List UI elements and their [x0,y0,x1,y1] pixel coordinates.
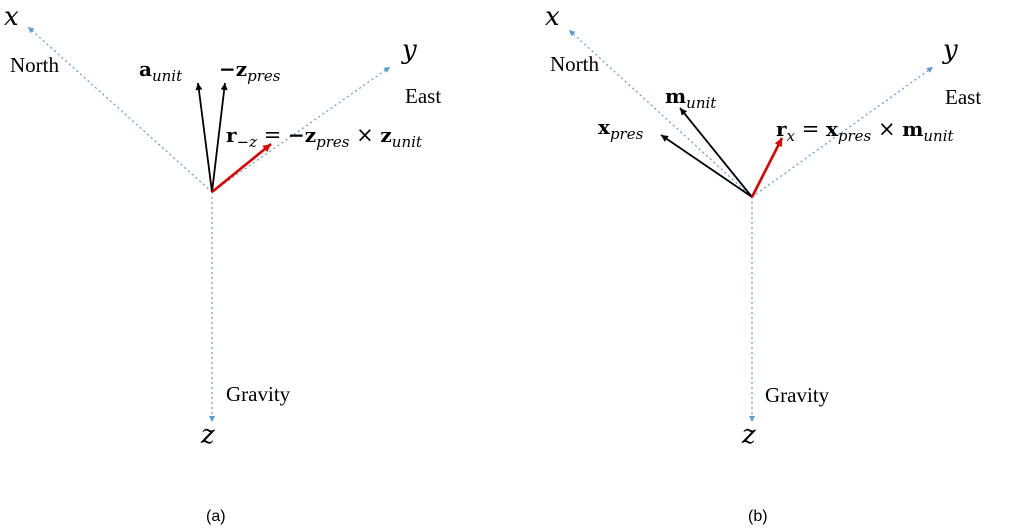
axis-y-label: y [401,35,417,65]
caption-b: (b) [748,508,768,525]
axis-z-label: z [741,420,756,450]
caption-a: (a) [206,508,226,525]
north-label: North [10,53,59,77]
gravity-label: Gravity [765,383,830,407]
axis-y-east-line [211,66,391,193]
neg-z-pres-vector [211,82,228,193]
panel-a: x North y East Gravity z aunit −zpres r−… [4,2,441,525]
axis-y-east-line [751,66,934,198]
panel-b: x North y East Gravity z munit xpres rx … [545,2,981,525]
a-unit-vector [195,82,213,193]
axis-x-label: x [545,2,560,32]
neg-z-pres-label: −zpres [219,57,281,85]
x-pres-label: xpres [598,115,644,143]
axis-y-label: y [942,35,958,65]
axis-x-north-line [568,29,753,198]
r-x-vector [750,137,784,198]
axis-z-label: z [200,420,215,450]
r-x-equation: rx = xpres × munit [776,117,955,145]
north-label: North [550,52,599,76]
m-unit-label: munit [665,84,717,112]
axis-x-label: x [4,2,19,32]
m-unit-vector [679,107,753,198]
gravity-label: Gravity [226,382,291,406]
east-label: East [945,85,981,109]
x-pres-vector [660,134,753,198]
r-neg-z-equation: r−z = −zpres × zunit [226,123,423,151]
r-neg-z-vector [211,142,272,194]
axis-x-north-line [27,26,213,193]
a-unit-label: aunit [139,57,183,85]
east-label: East [405,84,441,108]
